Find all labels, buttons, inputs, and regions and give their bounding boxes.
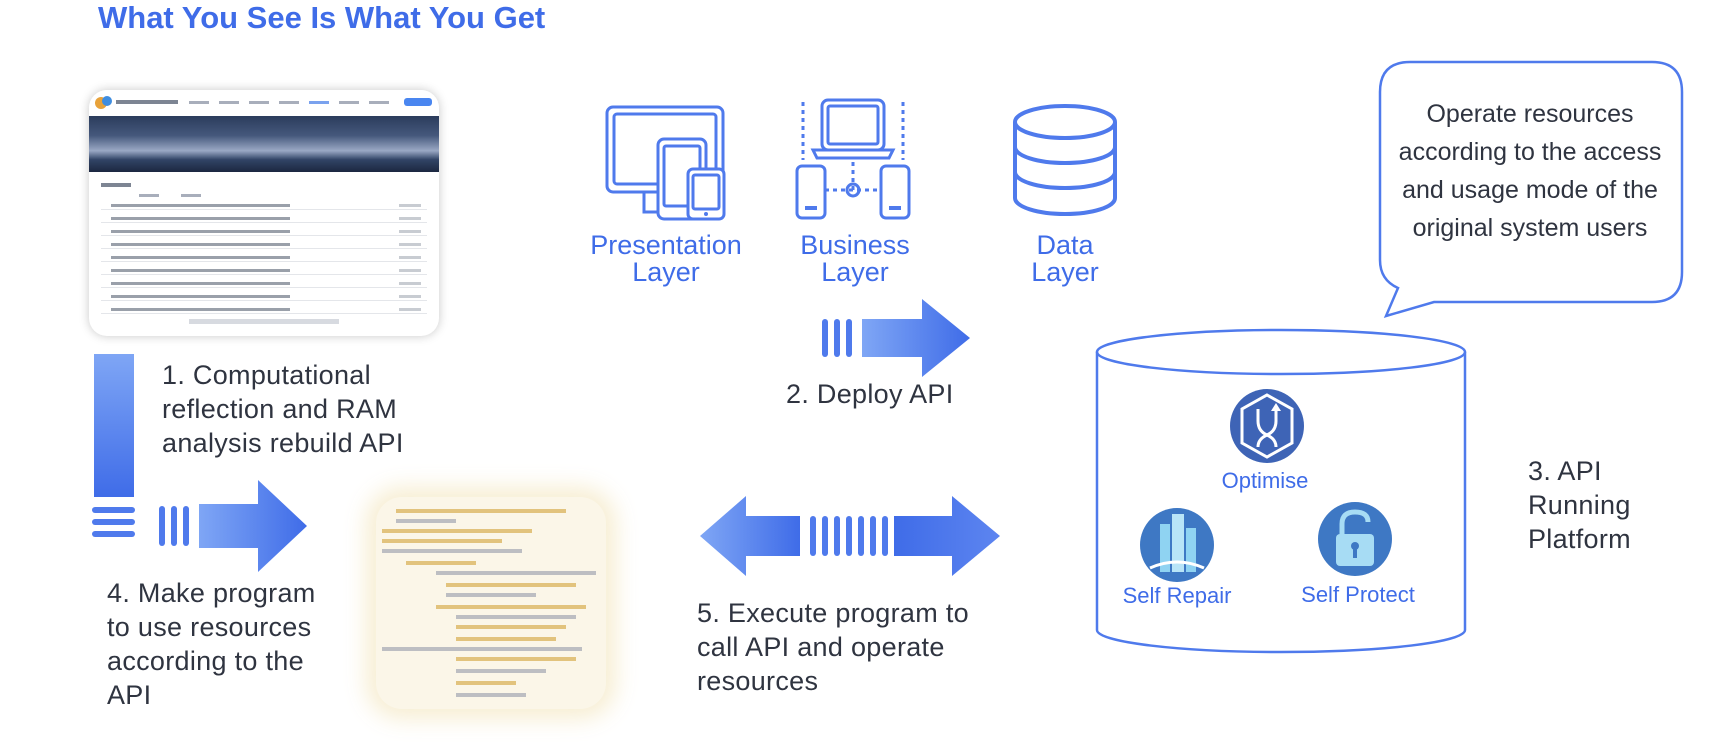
step2-text: 2. Deploy API xyxy=(786,379,954,409)
step1-line2: reflection and RAM xyxy=(162,394,398,424)
presentation-layer-line2: Layer xyxy=(632,257,700,287)
code-screenshot xyxy=(376,497,606,709)
step4-line4: API xyxy=(107,680,152,710)
step3-line2: Running xyxy=(1528,490,1631,520)
optimise-label: Optimise xyxy=(1221,468,1309,493)
database-icon xyxy=(1013,104,1117,216)
bubble-text: Operate resources according to the acces… xyxy=(1398,100,1662,242)
step5-text: 5. Execute program to call API and opera… xyxy=(697,596,969,698)
website-news-row xyxy=(101,267,427,275)
platform-cylinder xyxy=(1095,328,1467,654)
self-protect-icon xyxy=(1318,502,1392,576)
website-news-row xyxy=(101,241,427,249)
website-news-list xyxy=(89,172,439,332)
page-title: What You See Is What You Get xyxy=(98,0,546,35)
self-protect-label: Self Protect xyxy=(1301,582,1415,607)
execute-double-arrow xyxy=(700,496,1000,576)
website-pagination xyxy=(189,319,339,324)
website-news-row xyxy=(101,228,427,236)
website-news-row xyxy=(101,280,427,288)
website-news-row xyxy=(101,215,427,223)
data-layer-line1: Data xyxy=(1036,230,1094,260)
make-program-arrow xyxy=(159,480,307,572)
business-layer-line1: Business xyxy=(800,230,910,260)
data-layer-line2: Layer xyxy=(1031,257,1099,287)
website-news-header xyxy=(101,180,427,197)
website-nav xyxy=(89,90,439,116)
self-repair-label: Self Repair xyxy=(1122,583,1232,608)
step3-line1: 3. API xyxy=(1528,456,1602,486)
speech-bubble xyxy=(1378,60,1684,318)
step3-text: 3. API Running Platform xyxy=(1528,454,1631,556)
self-repair-icon xyxy=(1140,508,1214,582)
step1-text: 1. Computational reflection and RAM anal… xyxy=(162,358,404,460)
step5-line3: resources xyxy=(697,666,819,696)
step4-text: 4. Make program to use resources accordi… xyxy=(107,576,316,712)
business-network-icon xyxy=(795,98,911,220)
presentation-layer-label: Presentation Layer xyxy=(568,232,764,286)
business-layer-line2: Layer xyxy=(821,257,889,287)
step4-line2: to use resources xyxy=(107,612,312,642)
website-news-row xyxy=(101,306,427,314)
step4-line1: 4. Make program xyxy=(107,578,316,608)
devices-icon xyxy=(605,105,726,221)
business-layer-label: Business Layer xyxy=(770,232,940,286)
step5-line2: call API and operate xyxy=(697,632,945,662)
website-banner xyxy=(89,116,439,172)
optimise-icon xyxy=(1230,389,1304,463)
step1-line3: analysis rebuild API xyxy=(162,428,404,458)
rebuild-down-arrow xyxy=(92,354,135,537)
step4-line3: according to the xyxy=(107,646,304,676)
data-layer-label: Data Layer xyxy=(990,232,1140,286)
step5-line1: 5. Execute program to xyxy=(697,598,969,628)
step1-line1: 1. Computational xyxy=(162,360,371,390)
website-news-row xyxy=(101,254,427,262)
website-screenshot xyxy=(89,90,439,336)
website-news-row xyxy=(101,202,427,210)
deploy-arrow xyxy=(822,299,970,377)
presentation-layer-line1: Presentation xyxy=(590,230,742,260)
website-news-row xyxy=(101,293,427,301)
step3-line3: Platform xyxy=(1528,524,1631,554)
website-nav-graphic xyxy=(95,96,432,109)
